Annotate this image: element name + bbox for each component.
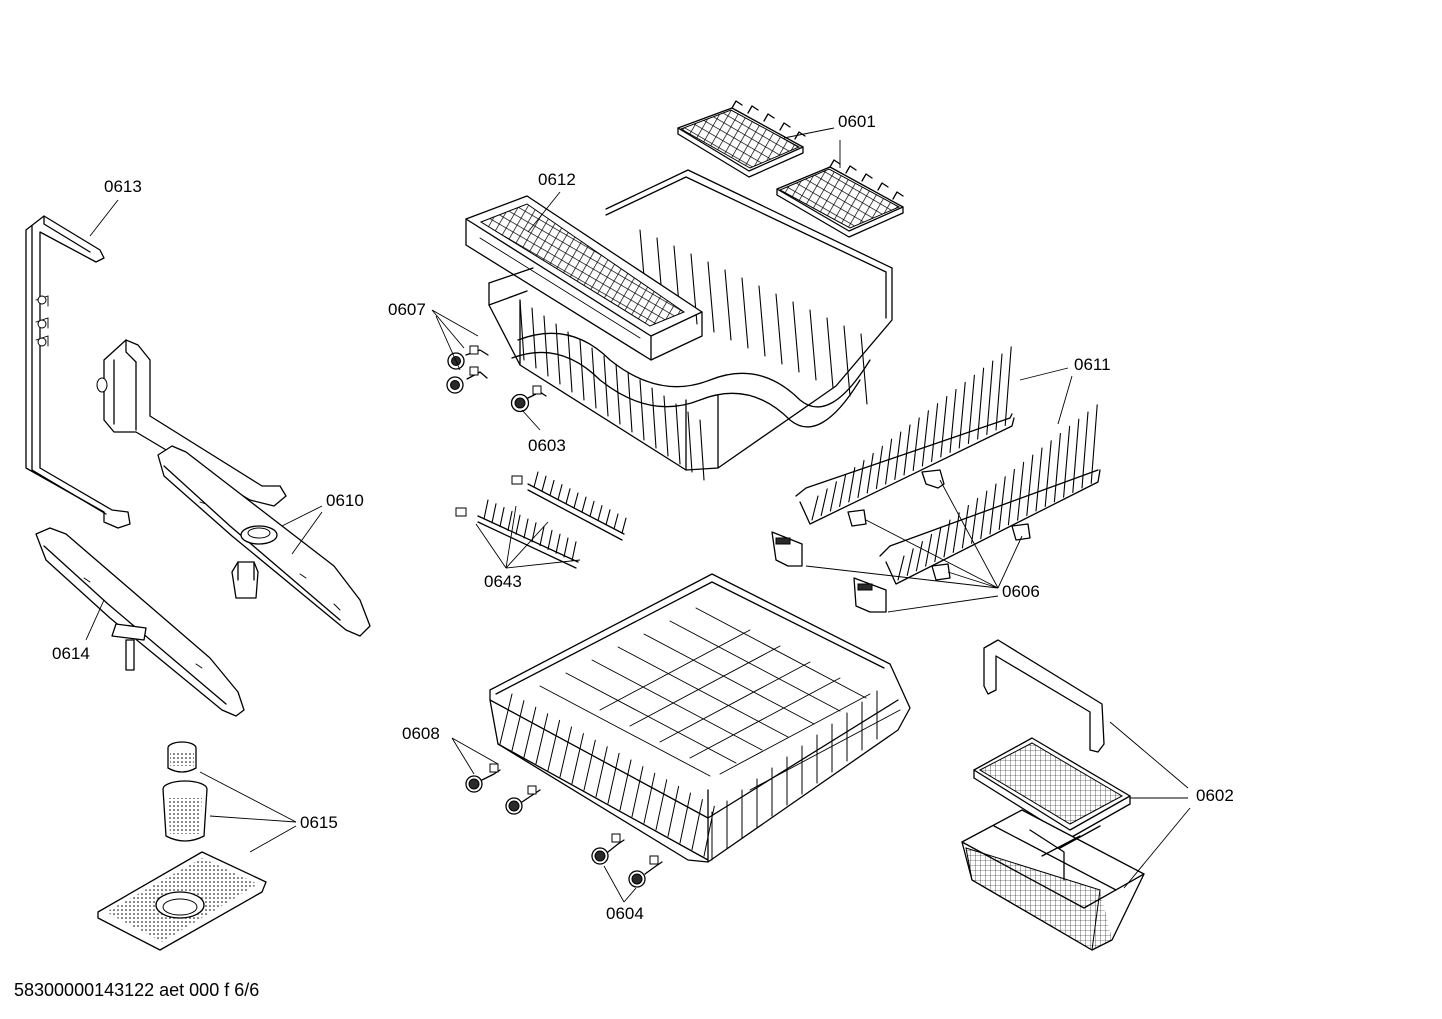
lower-spray-arm-part	[35, 527, 245, 717]
part-label-0601: 0601	[838, 112, 876, 131]
part-label-0610: 0610	[326, 491, 364, 510]
part-label-0607: 0607	[388, 300, 426, 319]
part-labels: 0601 0612 0613 0607 0611 0603 0610 0643 …	[52, 112, 1234, 923]
part-label-0608: 0608	[402, 724, 440, 743]
part-label-0603: 0603	[528, 436, 566, 455]
cutlery-tray-part	[677, 100, 904, 238]
cutlery-basket-part	[961, 639, 1145, 951]
rack-clip-part	[771, 469, 1031, 613]
part-label-0602: 0602	[1196, 786, 1234, 805]
tine-rack-part	[455, 471, 627, 569]
spray-arm-connector-part	[96, 339, 287, 507]
upper-basket-part	[446, 169, 893, 481]
drawing-code: 58300000143122 aet 000 f 6/6	[14, 980, 260, 1000]
part-label-0613: 0613	[104, 177, 142, 196]
supply-pipe-part	[25, 215, 131, 529]
part-label-0611: 0611	[1074, 355, 1111, 374]
part-label-0612: 0612	[538, 170, 576, 189]
filter-assembly-part	[97, 741, 267, 951]
upper-spray-arm-part	[157, 445, 371, 637]
part-label-0606: 0606	[1002, 582, 1040, 601]
part-label-0615: 0615	[300, 813, 338, 832]
leader-lines	[85, 127, 1191, 903]
part-label-0604: 0604	[606, 904, 644, 923]
lower-basket-part	[465, 573, 911, 888]
part-label-0614: 0614	[52, 644, 90, 663]
folding-tine-rack-part	[795, 346, 1101, 585]
part-label-0643: 0643	[484, 572, 522, 591]
